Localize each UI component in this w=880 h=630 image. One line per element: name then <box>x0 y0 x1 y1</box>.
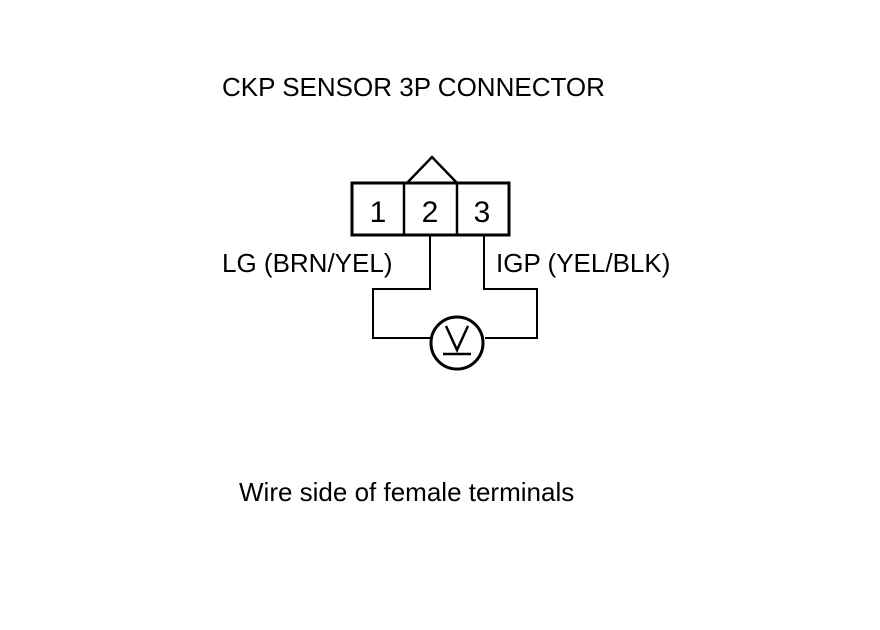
wire-label-igp: IGP (YEL/BLK) <box>496 248 670 278</box>
pin-2-label: 2 <box>422 196 439 229</box>
voltmeter <box>429 315 485 371</box>
diagram-title: CKP SENSOR 3P CONNECTOR <box>222 72 605 102</box>
lead-from-pin-2 <box>372 235 431 339</box>
diagram-caption: Wire side of female terminals <box>239 477 574 507</box>
test-leads <box>372 235 538 339</box>
lead-from-pin-3 <box>483 235 538 339</box>
pin-3-label: 3 <box>474 196 491 229</box>
connector-3p: 1 2 3 <box>350 155 511 237</box>
connector-lock-tab <box>406 155 458 184</box>
pin-1-label: 1 <box>370 196 387 229</box>
voltmeter-circle <box>429 315 485 371</box>
voltmeter-v-icon <box>444 325 470 354</box>
wire-label-lg: LG (BRN/YEL) <box>222 248 393 278</box>
